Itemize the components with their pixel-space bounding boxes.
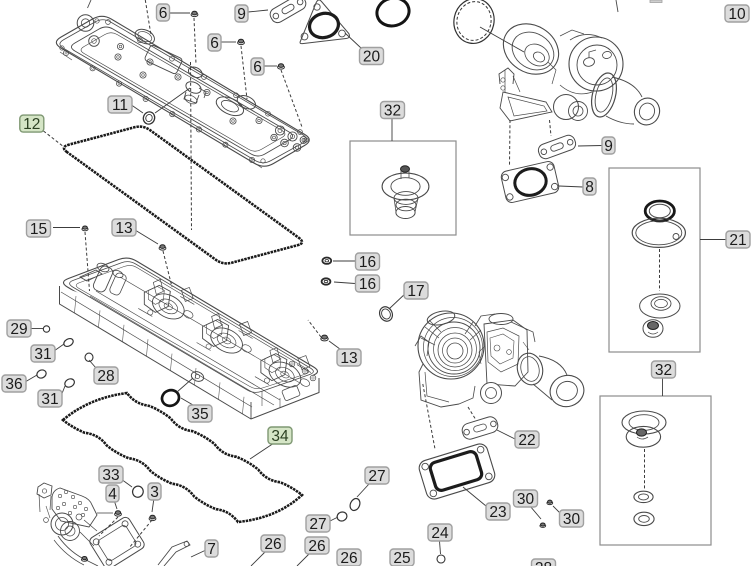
svg-text:16: 16 (359, 254, 376, 271)
svg-text:23: 23 (489, 504, 506, 521)
svg-text:13: 13 (340, 350, 357, 367)
svg-text:27: 27 (309, 516, 326, 533)
svg-text:36: 36 (5, 376, 22, 393)
svg-text:15: 15 (30, 221, 47, 238)
svg-text:26: 26 (264, 536, 281, 553)
svg-text:30: 30 (563, 511, 581, 528)
svg-text:26: 26 (308, 538, 325, 555)
svg-text:30: 30 (517, 491, 535, 508)
svg-text:26: 26 (340, 550, 357, 566)
svg-text:6: 6 (159, 5, 168, 22)
svg-text:6: 6 (210, 35, 219, 52)
svg-text:10: 10 (728, 6, 746, 23)
svg-text:31: 31 (41, 391, 58, 408)
svg-text:28: 28 (97, 368, 114, 385)
svg-text:17: 17 (407, 283, 424, 300)
svg-text:11: 11 (112, 97, 128, 114)
svg-text:24: 24 (431, 525, 449, 542)
svg-text:7: 7 (207, 541, 216, 558)
svg-text:12: 12 (23, 116, 40, 133)
svg-text:16: 16 (359, 276, 376, 293)
svg-text:27: 27 (368, 468, 385, 485)
svg-text:20: 20 (363, 48, 381, 65)
svg-text:25: 25 (393, 550, 410, 566)
svg-text:31: 31 (34, 346, 51, 363)
svg-text:22: 22 (518, 432, 535, 449)
svg-text:4: 4 (108, 486, 117, 503)
svg-text:3: 3 (150, 484, 159, 501)
svg-text:8: 8 (585, 179, 594, 196)
svg-text:9: 9 (237, 6, 246, 23)
svg-text:32: 32 (655, 362, 672, 379)
svg-text:35: 35 (191, 406, 208, 423)
svg-text:6: 6 (253, 59, 262, 76)
svg-text:32: 32 (384, 102, 401, 119)
svg-text:13: 13 (115, 220, 132, 237)
svg-text:33: 33 (102, 467, 119, 484)
svg-text:28: 28 (535, 560, 552, 566)
svg-text:21: 21 (729, 232, 746, 249)
svg-text:29: 29 (10, 321, 27, 338)
svg-text:9: 9 (604, 138, 613, 155)
svg-text:34: 34 (271, 428, 289, 445)
